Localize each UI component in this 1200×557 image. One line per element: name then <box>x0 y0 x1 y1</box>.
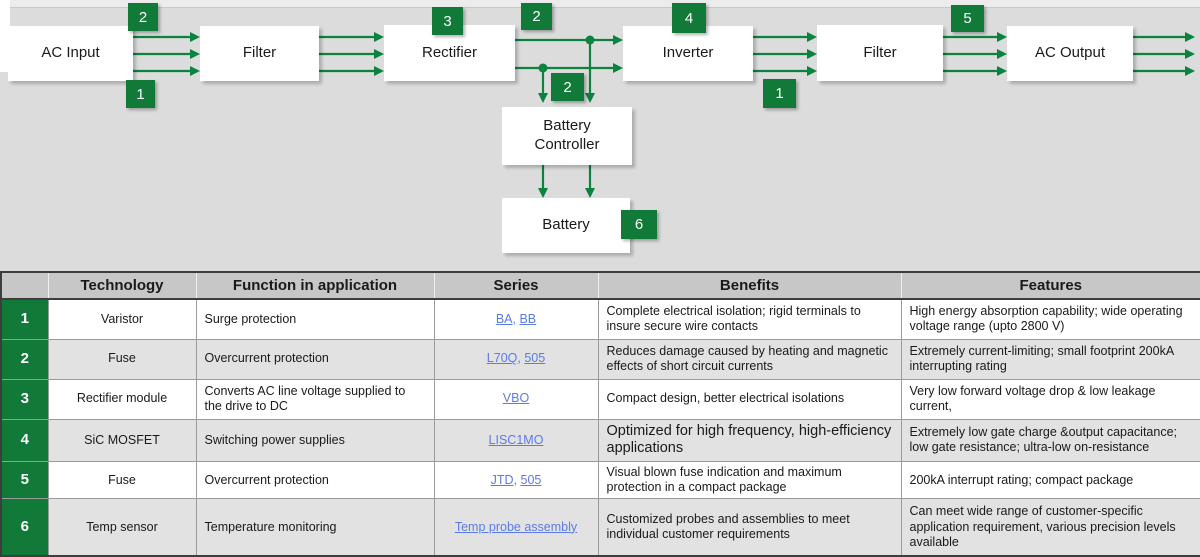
top-strip <box>0 0 1200 8</box>
benefits-cell: Complete electrical isolation; rigid ter… <box>597 298 902 340</box>
row-number: 5 <box>0 460 49 500</box>
block-label: Battery Controller <box>534 117 600 153</box>
badge-1-ac-input-bottom: 1 <box>126 80 155 108</box>
technology-cell: Fuse <box>47 338 197 380</box>
power-conversion-diagram: AC Input Filter Rectifier Inverter Filte… <box>0 0 1200 271</box>
technology-cell: Temp sensor <box>47 498 197 557</box>
block-label: Filter <box>863 43 897 61</box>
block-battery: Battery <box>502 198 630 253</box>
block-label: AC Output <box>1034 44 1106 62</box>
badge-6-battery: 6 <box>621 210 657 239</box>
features-cell: Extremely current-limiting; small footpr… <box>900 338 1200 380</box>
series-link[interactable]: Temp probe assembly <box>454 519 578 534</box>
block-inverter: Inverter <box>623 26 753 81</box>
block-label: AC Input <box>41 44 100 62</box>
block-label: Battery <box>542 216 590 234</box>
block-ac-output: AC Output <box>1007 26 1133 81</box>
block-filter-input: Filter <box>200 26 319 81</box>
technology-cell: Rectifier module <box>47 378 197 420</box>
block-battery-controller: Battery Controller <box>502 107 632 165</box>
row-number: 6 <box>0 498 49 557</box>
component-spec-table: Technology Function in application Serie… <box>0 271 1200 557</box>
table-header-row: Technology Function in application Serie… <box>0 272 1200 300</box>
series-separator: , <box>513 472 521 487</box>
badge-2-dclink-top: 2 <box>521 3 552 30</box>
block-ac-input: AC Input <box>8 26 133 81</box>
table-row: 5 Fuse Overcurrent protection JTD, 505 V… <box>0 460 1200 500</box>
row-number: 3 <box>0 378 49 420</box>
benefits-cell: Compact design, better electrical isolat… <box>597 378 902 420</box>
header-series: Series <box>433 272 599 300</box>
table-row: 3 Rectifier module Converts AC line volt… <box>0 378 1200 420</box>
function-cell: Temperature monitoring <box>195 498 435 557</box>
benefits-cell: Visual blown fuse indication and maximum… <box>597 460 902 500</box>
features-cell: Very low forward voltage drop & low leak… <box>900 378 1200 420</box>
series-cell: BA, BB <box>433 298 599 340</box>
series-link[interactable]: VBO <box>502 391 530 406</box>
series-link[interactable]: BB <box>519 311 537 326</box>
features-cell: Can meet wide range of customer-specific… <box>900 498 1200 557</box>
header-function: Function in application <box>195 272 435 300</box>
block-label: Rectifier <box>421 43 477 61</box>
row-number: 1 <box>0 298 49 340</box>
badge-2-dclink-drop: 2 <box>551 73 584 101</box>
table-row: 1 Varistor Surge protection BA, BB Compl… <box>0 298 1200 340</box>
series-cell: JTD, 505 <box>433 460 599 500</box>
features-cell: 200kA interrupt rating; compact package <box>900 460 1200 500</box>
header-features: Features <box>900 272 1200 300</box>
function-cell: Surge protection <box>195 298 435 340</box>
series-link[interactable]: JTD <box>490 472 514 487</box>
series-cell: VBO <box>433 378 599 420</box>
badge-3-rectifier: 3 <box>432 7 463 35</box>
features-cell: Extremely low gate charge &output capaci… <box>900 418 1200 462</box>
series-separator: , <box>512 311 520 326</box>
series-separator: , <box>517 351 525 366</box>
series-link[interactable]: 505 <box>520 472 542 487</box>
benefits-cell: Customized probes and assemblies to meet… <box>597 498 902 557</box>
badge-5-output: 5 <box>951 5 984 32</box>
technology-cell: SiC MOSFET <box>47 418 197 462</box>
block-label: Inverter <box>662 44 714 62</box>
series-link[interactable]: LISC1MO <box>488 432 544 447</box>
corner-notch <box>0 0 10 72</box>
badge-4-inverter: 4 <box>672 3 706 33</box>
series-link[interactable]: 505 <box>524 351 546 366</box>
table-row: 6 Temp sensor Temperature monitoring Tem… <box>0 498 1200 557</box>
function-cell: Overcurrent protection <box>195 460 435 500</box>
table-row: 2 Fuse Overcurrent protection L70Q, 505 … <box>0 338 1200 380</box>
benefits-cell: Optimized for high frequency, high-effic… <box>597 418 902 462</box>
header-benefits: Benefits <box>597 272 902 300</box>
function-cell: Switching power supplies <box>195 418 435 462</box>
benefits-cell: Reduces damage caused by heating and mag… <box>597 338 902 380</box>
function-cell: Overcurrent protection <box>195 338 435 380</box>
series-cell: L70Q, 505 <box>433 338 599 380</box>
badge-1-inverter-out: 1 <box>763 79 796 108</box>
series-cell: Temp probe assembly <box>433 498 599 557</box>
technology-cell: Fuse <box>47 460 197 500</box>
header-number <box>0 272 49 300</box>
row-number: 2 <box>0 338 49 380</box>
features-cell: High energy absorption capability; wide … <box>900 298 1200 340</box>
badge-2-ac-input-top: 2 <box>128 3 158 31</box>
series-link[interactable]: L70Q <box>486 351 518 366</box>
diagram-arrows <box>133 32 1195 198</box>
series-link[interactable]: BA <box>495 311 513 326</box>
technology-cell: Varistor <box>47 298 197 340</box>
function-cell: Converts AC line voltage supplied to the… <box>195 378 435 420</box>
table-row: 4 SiC MOSFET Switching power supplies LI… <box>0 418 1200 462</box>
header-technology: Technology <box>47 272 197 300</box>
series-cell: LISC1MO <box>433 418 599 462</box>
block-label: Filter <box>242 44 277 62</box>
block-filter-output: Filter <box>817 25 943 81</box>
row-number: 4 <box>0 418 49 462</box>
